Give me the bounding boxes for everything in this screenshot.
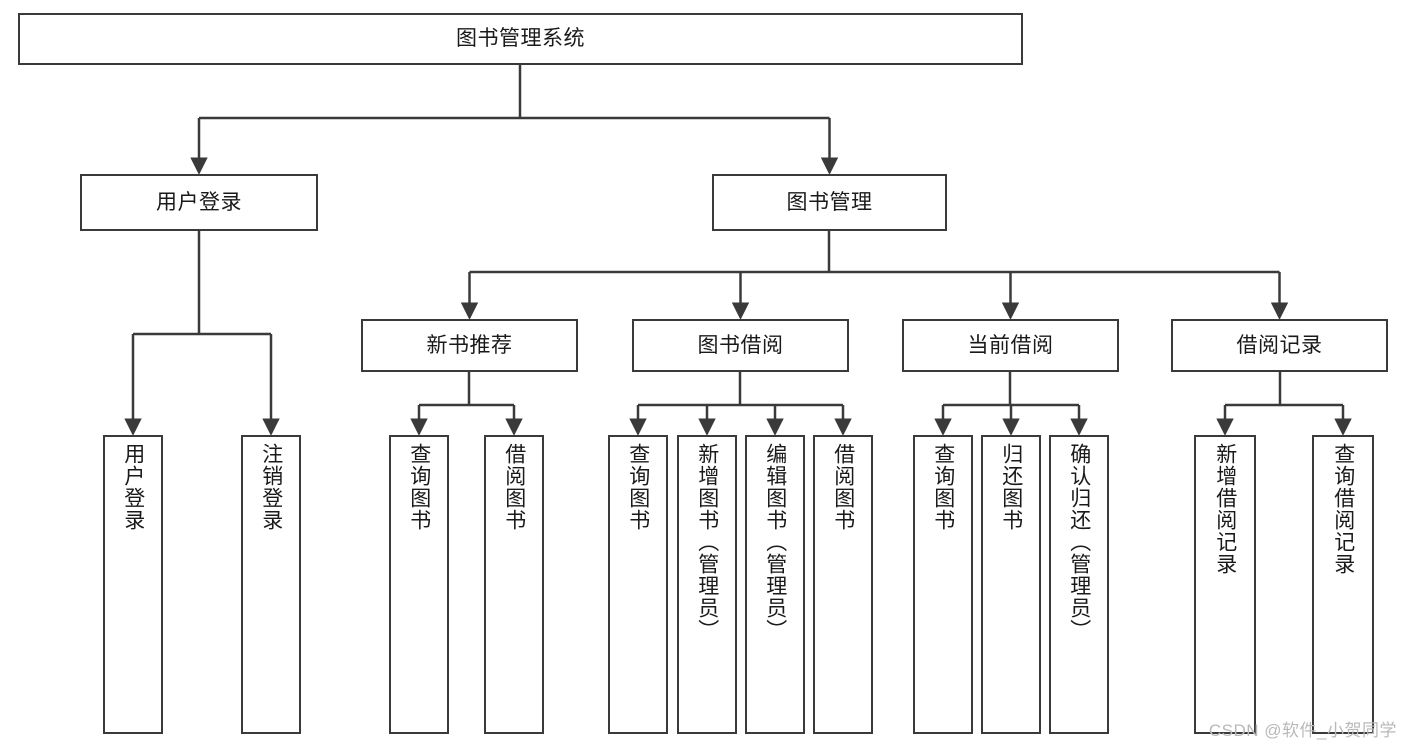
node-leaf-rec-search[interactable]: 查询借阅记录 (1312, 435, 1374, 734)
node-label: 借阅图书 (502, 443, 526, 531)
node-leaf-brw-borrow[interactable]: 借阅图书 (813, 435, 873, 734)
node-leaf-rec-query[interactable]: 查询图书 (389, 435, 449, 734)
node-leaf-rec-add[interactable]: 新增借阅记录 (1194, 435, 1256, 734)
node-leaf-rec-borrow[interactable]: 借阅图书 (484, 435, 544, 734)
node-leaf-cur-query[interactable]: 查询图书 (913, 435, 973, 734)
node-label: 图书管理 (786, 190, 873, 214)
node-root[interactable]: 图书管理系统 (18, 13, 1023, 65)
node-label: 当前借阅 (967, 333, 1054, 357)
node-label: 借阅记录 (1236, 333, 1323, 357)
node-book-manage[interactable]: 图书管理 (712, 174, 947, 231)
node-label: 图书借阅 (697, 333, 784, 357)
node-label: 注销登录 (259, 443, 283, 531)
node-label: 查询图书 (407, 443, 431, 531)
node-label: 用户登录 (156, 190, 242, 214)
node-label: 新增图书（管理员） (695, 443, 719, 641)
node-user-login[interactable]: 用户登录 (80, 174, 318, 231)
node-label: 确认归还（管理员） (1067, 443, 1091, 641)
node-leaf-cur-confirm[interactable]: 确认归还（管理员） (1049, 435, 1109, 734)
node-label: 用户登录 (121, 443, 145, 531)
node-borrow-record[interactable]: 借阅记录 (1171, 319, 1388, 372)
node-label: 归还图书 (999, 443, 1023, 531)
node-leaf-brw-query[interactable]: 查询图书 (608, 435, 668, 734)
node-label: 查询图书 (931, 443, 955, 531)
node-leaf-cur-return[interactable]: 归还图书 (981, 435, 1041, 734)
node-label: 查询借阅记录 (1331, 443, 1355, 575)
node-leaf-user-login[interactable]: 用户登录 (103, 435, 163, 734)
node-label: 借阅图书 (831, 443, 855, 531)
node-leaf-brw-add[interactable]: 新增图书（管理员） (677, 435, 737, 734)
node-label: 编辑图书（管理员） (763, 443, 787, 641)
node-label: 新增借阅记录 (1213, 443, 1237, 575)
node-current-borrow[interactable]: 当前借阅 (902, 319, 1119, 372)
node-book-borrow[interactable]: 图书借阅 (632, 319, 849, 372)
node-label: 查询图书 (626, 443, 650, 531)
node-label: 图书管理系统 (456, 27, 585, 51)
node-label: 新书推荐 (426, 333, 513, 357)
node-leaf-brw-edit[interactable]: 编辑图书（管理员） (745, 435, 805, 734)
node-new-book-rec[interactable]: 新书推荐 (361, 319, 578, 372)
node-leaf-user-logout[interactable]: 注销登录 (241, 435, 301, 734)
